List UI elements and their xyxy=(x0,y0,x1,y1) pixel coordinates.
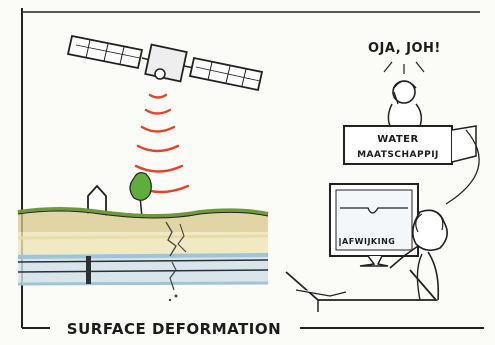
speech-marks xyxy=(384,62,424,74)
desk xyxy=(286,270,436,300)
monitor-text: AFWIJKING xyxy=(342,237,395,246)
caption: SURFACE DEFORMATION xyxy=(67,320,281,338)
person-icon xyxy=(388,81,421,126)
ground-cross-section xyxy=(18,209,268,301)
speech-text: OJA, JOH! xyxy=(368,41,441,56)
tree-icon xyxy=(130,173,151,218)
satellite-icon xyxy=(68,36,262,90)
sign-line2: MAATSCHAPPIJ xyxy=(357,150,439,160)
sign-line1: WATER xyxy=(377,134,418,145)
monitor-icon: AFWIJKING xyxy=(330,184,418,266)
water-company-sign: WATER MAATSCHAPPIJ xyxy=(344,126,476,164)
